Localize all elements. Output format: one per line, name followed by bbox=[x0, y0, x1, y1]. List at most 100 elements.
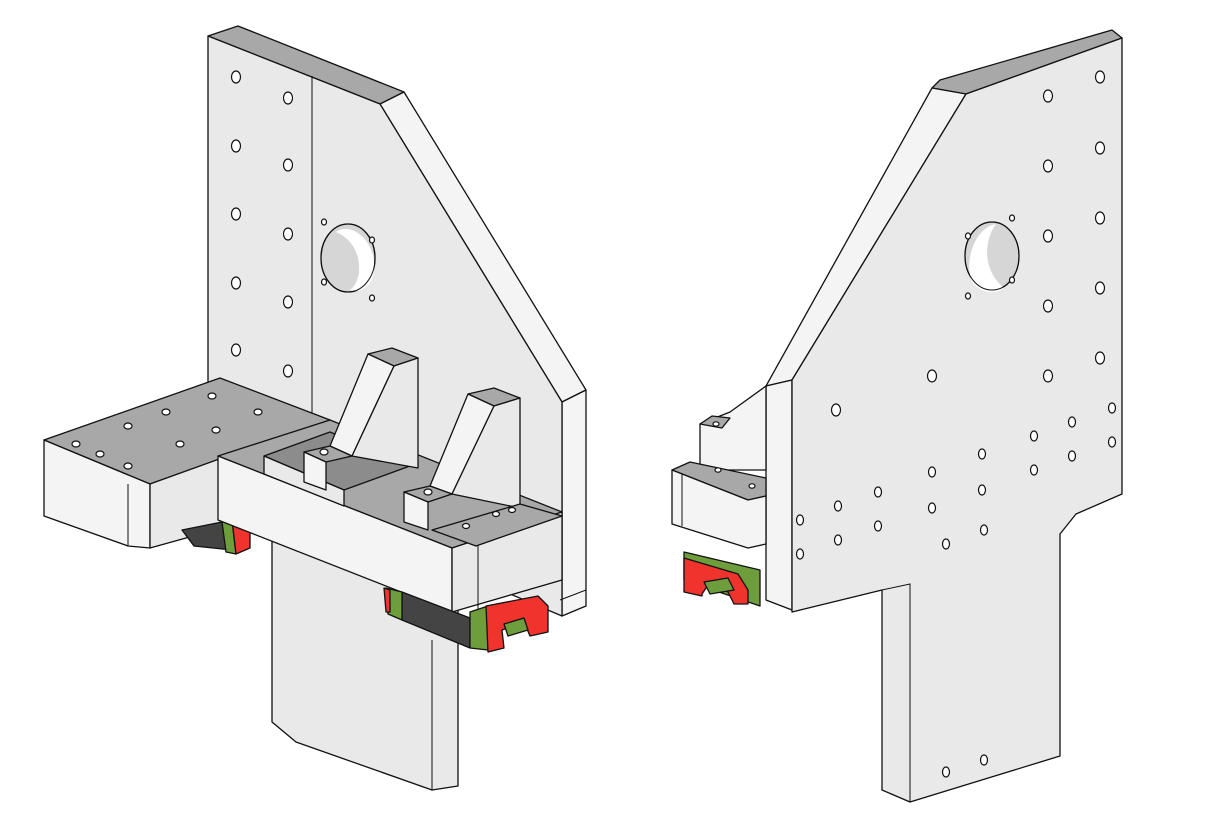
part-face bbox=[503, 617, 529, 637]
hole bbox=[423, 488, 433, 496]
hole bbox=[964, 292, 972, 300]
hole bbox=[927, 466, 937, 478]
hole bbox=[712, 421, 720, 427]
hole bbox=[1107, 436, 1117, 448]
hole bbox=[1094, 281, 1106, 295]
part-face bbox=[431, 503, 563, 547]
hole bbox=[95, 450, 105, 458]
hole bbox=[230, 139, 242, 153]
hole bbox=[230, 70, 242, 84]
hole bbox=[977, 448, 987, 460]
part-face bbox=[703, 577, 735, 595]
right-plate-holes bbox=[795, 70, 1117, 778]
hole bbox=[927, 502, 937, 514]
part-face bbox=[469, 605, 489, 651]
hole bbox=[461, 522, 471, 530]
hole bbox=[282, 227, 294, 241]
hole bbox=[368, 236, 376, 244]
hole bbox=[71, 440, 81, 448]
hole bbox=[207, 392, 217, 400]
hole bbox=[748, 483, 756, 489]
hole bbox=[1094, 70, 1106, 84]
left-fork-upright-2 bbox=[403, 387, 521, 531]
hole bbox=[230, 343, 242, 357]
hole bbox=[282, 364, 294, 378]
left-fork-upright-1 bbox=[303, 347, 419, 491]
hole bbox=[714, 467, 722, 473]
part-face bbox=[699, 385, 767, 471]
left-bracket-top-holes bbox=[71, 392, 263, 470]
hole bbox=[1107, 402, 1117, 414]
hole bbox=[873, 520, 883, 532]
part-face bbox=[403, 491, 429, 531]
hole bbox=[964, 232, 972, 240]
left-bracket-front bbox=[43, 439, 151, 549]
hole bbox=[368, 294, 376, 302]
hole bbox=[964, 221, 1020, 291]
right-plate-face bbox=[791, 37, 1123, 803]
hole bbox=[1029, 464, 1039, 476]
hole bbox=[282, 295, 294, 309]
hole bbox=[491, 510, 501, 518]
hole bbox=[873, 486, 883, 498]
hole bbox=[507, 506, 517, 514]
left-gantry-plate-assembly bbox=[43, 25, 587, 791]
part-face bbox=[671, 469, 767, 549]
part-face bbox=[881, 583, 911, 802]
hole bbox=[979, 754, 989, 766]
hole bbox=[926, 369, 938, 383]
hole bbox=[282, 158, 294, 172]
right-gantry-plate-assembly bbox=[671, 29, 1123, 803]
hole bbox=[979, 524, 989, 536]
hole bbox=[830, 403, 842, 417]
hole bbox=[1067, 450, 1077, 462]
hole bbox=[1008, 214, 1016, 222]
hole bbox=[795, 548, 805, 560]
hole bbox=[795, 514, 805, 526]
hole bbox=[833, 500, 843, 512]
hole bbox=[123, 462, 133, 470]
hole bbox=[1029, 430, 1039, 442]
hole bbox=[941, 538, 951, 550]
hole bbox=[977, 484, 987, 496]
right-rail-carriage bbox=[683, 551, 761, 607]
hole bbox=[175, 440, 185, 448]
hole bbox=[161, 408, 171, 416]
hole bbox=[1042, 89, 1054, 103]
hole bbox=[941, 766, 951, 778]
part-face bbox=[383, 587, 391, 613]
hole bbox=[1042, 159, 1054, 173]
hole bbox=[123, 422, 133, 430]
hole bbox=[320, 278, 328, 286]
hole bbox=[1094, 141, 1106, 155]
hole bbox=[1008, 276, 1016, 284]
part-face bbox=[336, 228, 375, 291]
part-face bbox=[559, 589, 587, 601]
part-face bbox=[351, 357, 419, 469]
hole bbox=[1067, 416, 1077, 428]
hole bbox=[319, 448, 329, 456]
left-rail-carriage-2 bbox=[383, 587, 549, 653]
hole bbox=[211, 426, 221, 434]
left-plate-holes bbox=[230, 70, 294, 378]
hole bbox=[1042, 299, 1054, 313]
hole bbox=[1094, 211, 1106, 225]
hole bbox=[1094, 351, 1106, 365]
hole bbox=[320, 218, 328, 226]
hole bbox=[253, 408, 263, 416]
part-face bbox=[969, 224, 1004, 293]
hole bbox=[1042, 369, 1054, 383]
hole bbox=[1042, 229, 1054, 243]
hole bbox=[320, 223, 376, 293]
left-motor-bore bbox=[320, 218, 376, 302]
hole bbox=[230, 207, 242, 221]
right-plate-left-side bbox=[765, 379, 793, 611]
right-motor-bore bbox=[964, 214, 1020, 300]
left-plate-right-side bbox=[561, 389, 587, 617]
right-side-bracket bbox=[671, 385, 767, 549]
hole bbox=[230, 276, 242, 290]
hole bbox=[282, 91, 294, 105]
part-face bbox=[303, 451, 327, 491]
